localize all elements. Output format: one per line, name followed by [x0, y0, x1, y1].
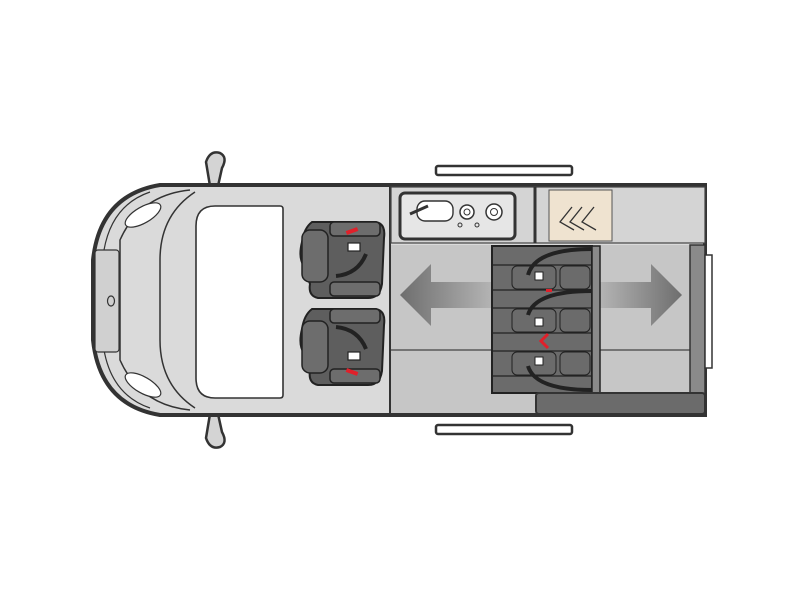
mirror-right — [204, 412, 226, 449]
slide-arrow-right — [600, 264, 682, 326]
mirror-left — [204, 151, 226, 188]
wardrobe — [548, 189, 613, 242]
coat-hanger-icon — [559, 206, 597, 231]
windscreen — [195, 205, 284, 399]
rear-seatbelts — [526, 247, 593, 392]
hob-burner-1-inner — [463, 208, 471, 216]
tap-icon — [409, 204, 429, 216]
driver-seat — [299, 221, 386, 299]
seatbelt-red-tab — [546, 289, 552, 292]
rear-door-frame — [689, 244, 706, 416]
isofix-marker — [538, 332, 550, 350]
headlight-bottom — [124, 372, 162, 398]
headlight-top — [124, 202, 162, 228]
side-step-top — [434, 164, 574, 177]
rear-step — [535, 392, 706, 415]
rear-bumper — [704, 254, 713, 369]
side-step-bottom — [434, 423, 574, 436]
sink — [416, 200, 454, 222]
hob-knob-1 — [457, 222, 463, 228]
hob-knob-2 — [474, 222, 480, 228]
seatbelt-buckles — [534, 271, 544, 366]
passenger-seat — [299, 308, 386, 386]
front-badge — [106, 295, 116, 307]
slide-arrow-left — [400, 264, 492, 326]
rear-bench — [491, 245, 601, 394]
cab-line — [159, 191, 196, 409]
hob-burner-1 — [459, 204, 475, 220]
bonnet-line — [119, 189, 191, 411]
hob-burner-2 — [485, 203, 503, 221]
hob-burner-2-inner — [490, 208, 498, 216]
